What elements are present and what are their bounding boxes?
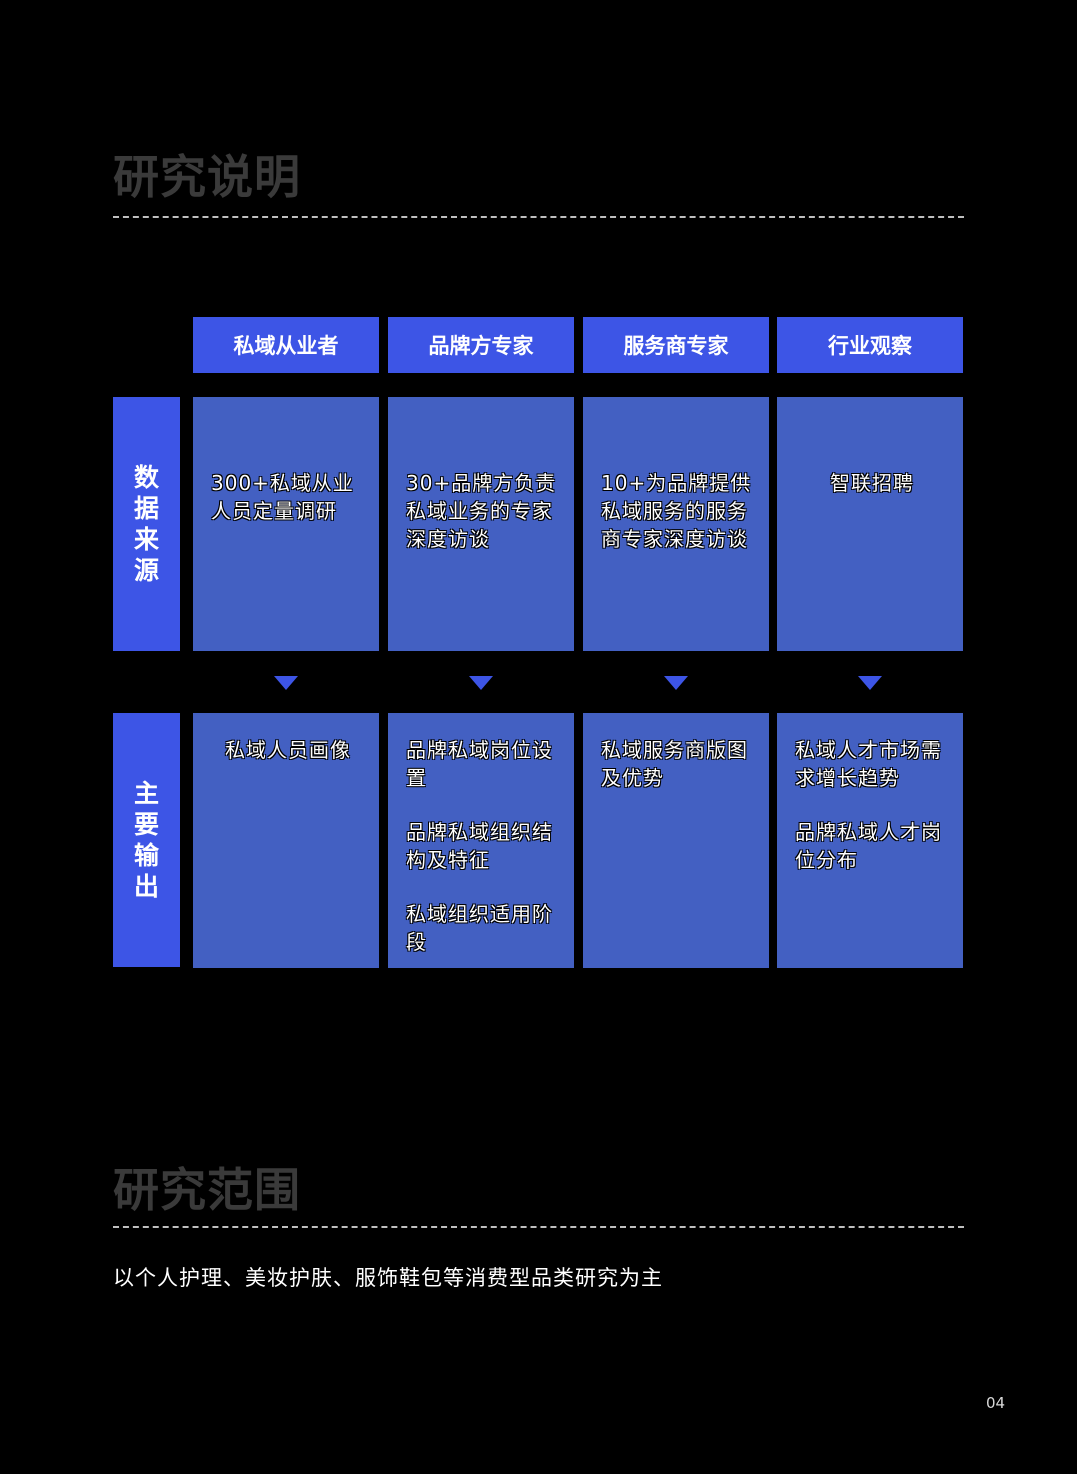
data-source-cell-industry-observation: 智联招聘 (777, 397, 963, 651)
data-source-cell-practitioners: 300+私域从业人员定量调研 (193, 397, 379, 651)
main-output-cell-service-experts: 私域服务商版图及优势 (583, 713, 769, 968)
main-output-text: 私域组织适用阶段 (406, 902, 553, 954)
research-scope-description: 以个人护理、美妆护肤、服饰鞋包等消费型品类研究为主 (113, 1266, 663, 1290)
data-source-cell-brand-experts: 30+品牌方负责私域业务的专家深度访谈 (388, 397, 574, 651)
main-output-text: 品牌私域岗位设置 (406, 738, 553, 790)
section-title-research-scope: 研究范围 (113, 1163, 301, 1217)
section-divider (113, 216, 964, 218)
column-header-service-experts: 服务商专家 (583, 317, 769, 373)
column-header-practitioners: 私域从业者 (193, 317, 379, 373)
main-output-text: 品牌私域组织结构及特征 (406, 820, 553, 872)
page-number: 04 (986, 1394, 1006, 1412)
data-source-text: 智联招聘 (830, 471, 914, 495)
data-source-text: 10+为品牌提供私域服务的服务商专家深度访谈 (601, 471, 752, 551)
column-header-brand-experts: 品牌方专家 (388, 317, 574, 373)
data-source-text: 300+私域从业人员定量调研 (211, 471, 354, 523)
section-title-research-description: 研究说明 (113, 150, 301, 204)
data-source-text: 30+品牌方负责私域业务的专家深度访谈 (406, 471, 557, 551)
row-label-main-output-text: 主要输出 (133, 778, 159, 902)
down-arrow-icon (858, 676, 882, 690)
column-header-industry-observation: 行业观察 (777, 317, 963, 373)
main-output-cell-industry-observation: 私域人才市场需求增长趋势 品牌私域人才岗位分布 (777, 713, 963, 968)
row-label-data-source-text: 数据来源 (133, 462, 159, 586)
main-output-text: 私域人才市场需求增长趋势 (795, 738, 942, 790)
data-source-cell-service-experts: 10+为品牌提供私域服务的服务商专家深度访谈 (583, 397, 769, 651)
section-divider (113, 1226, 964, 1228)
row-label-main-output: 主要输出 (113, 713, 180, 967)
row-label-data-source: 数据来源 (113, 397, 180, 651)
down-arrow-icon (664, 676, 688, 690)
main-output-text: 品牌私域人才岗位分布 (795, 820, 942, 872)
main-output-cell-brand-experts: 品牌私域岗位设置 品牌私域组织结构及特征 私域组织适用阶段 (388, 713, 574, 968)
main-output-text: 私域人员画像 (225, 738, 351, 762)
main-output-text: 私域服务商版图及优势 (601, 738, 748, 790)
down-arrow-icon (274, 676, 298, 690)
down-arrow-icon (469, 676, 493, 690)
main-output-cell-practitioners: 私域人员画像 (193, 713, 379, 968)
